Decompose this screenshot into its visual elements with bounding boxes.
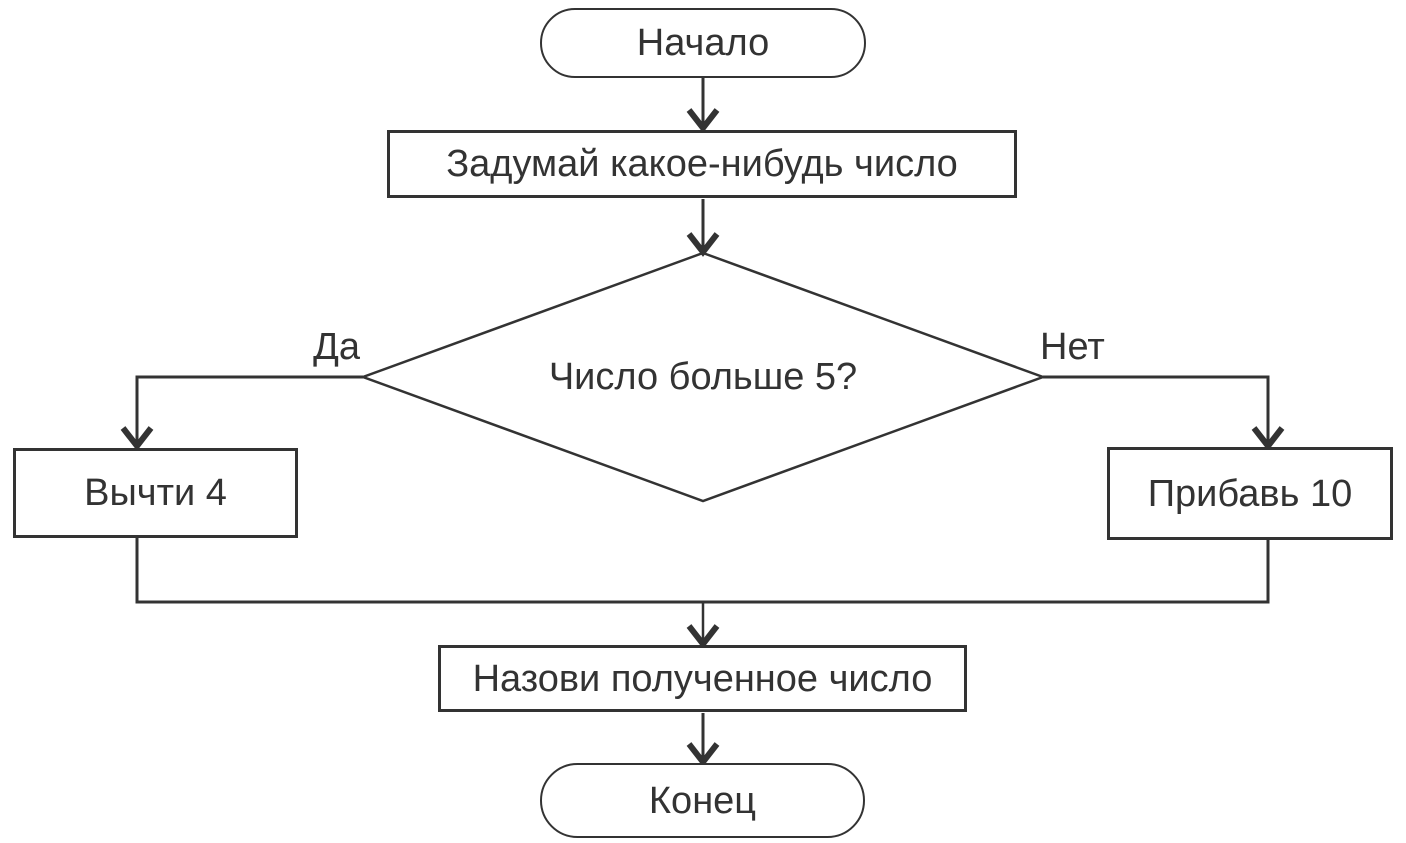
- start-terminal: Начало: [540, 8, 866, 78]
- arrowhead-think-decision: [686, 232, 720, 257]
- arrowhead-decision-add: [1251, 426, 1285, 451]
- branch-label-no: Нет: [1040, 326, 1105, 368]
- connector-decision-subtract: [135, 375, 363, 441]
- process-subtract-4: Вычти 4: [13, 448, 298, 538]
- process-say-result-number: Назови полученное число: [438, 645, 967, 712]
- arrowhead-start-think: [686, 108, 720, 133]
- branch-label-yes: Да: [313, 326, 360, 368]
- arrowhead-decision-subtract: [120, 426, 154, 451]
- connector-decision-add: [1043, 375, 1270, 441]
- process-think-of-number: Задумай какое-нибудь число: [387, 130, 1017, 198]
- decision-number-greater-than-5: Число больше 5?: [548, 356, 858, 398]
- end-terminal: Конец: [540, 763, 865, 838]
- arrowhead-merge-say: [686, 624, 720, 649]
- arrowhead-say-end: [686, 742, 720, 767]
- decision-diamond-shape: [359, 251, 1047, 503]
- process-add-10: Прибавь 10: [1107, 447, 1393, 540]
